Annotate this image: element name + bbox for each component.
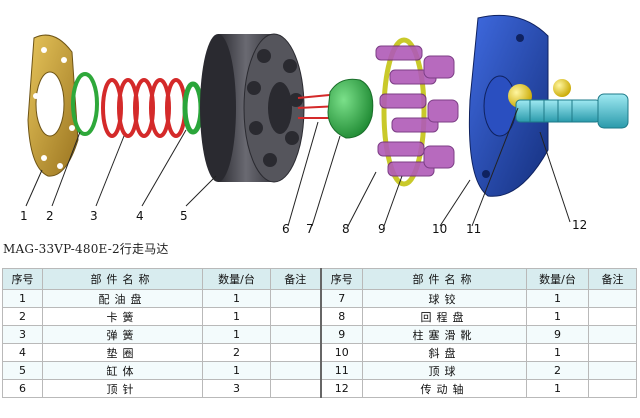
cell-no: 12	[319, 379, 363, 398]
table-row: 1 配油盘 1 7 球铰 1	[2, 289, 637, 308]
table-row: 3 弹簧 1 9 柱塞滑靴 9	[2, 325, 637, 344]
header-note: 备注	[270, 268, 321, 290]
header-no-2: 序号	[319, 268, 363, 290]
table-row: 6 顶针 3 12 传动轴 1	[2, 379, 637, 398]
callout-8: 8	[342, 222, 350, 236]
cell-no: 9	[319, 325, 363, 344]
piston-shoe-part	[375, 45, 459, 177]
cell-no: 1	[2, 289, 43, 308]
parts-table: 序号 部件名称 数量/台 备注 序号 部件名称 数量/台 备注 1 配油盘 1 …	[2, 268, 637, 398]
callout-7: 7	[306, 222, 314, 236]
header-qty-2: 数量/台	[526, 268, 589, 290]
valve-plate-part	[27, 34, 79, 177]
snap-ring-part	[71, 72, 99, 136]
cell-qty: 1	[202, 307, 271, 326]
header-no: 序号	[2, 268, 43, 290]
table-row: 5 缸体 1 11 顶球 2	[2, 361, 637, 380]
exploded-parts-diagram: 1 2 3 4 5 6 7 8 9 10 11 12	[20, 14, 629, 236]
cell-no: 4	[2, 343, 43, 362]
drive-shaft-part	[515, 93, 629, 129]
cell-no: 5	[2, 361, 43, 380]
cell-qty: 1	[202, 289, 271, 308]
table-header-row: 序号 部件名称 数量/台 备注 序号 部件名称 数量/台 备注	[2, 268, 637, 290]
cell-note	[270, 361, 321, 380]
cell-no: 7	[319, 289, 363, 308]
diagram-caption: MAG-33VP-480E-2行走马达	[3, 242, 169, 256]
header-name-2: 部件名称	[362, 268, 527, 290]
callout-9: 9	[378, 222, 386, 236]
swash-plate-part	[468, 14, 549, 197]
callout-12: 12	[572, 218, 587, 232]
cell-no: 10	[319, 343, 363, 362]
cell-name: 顶球	[362, 361, 527, 380]
cell-note	[588, 343, 637, 362]
callout-1: 1	[20, 209, 28, 223]
cell-note	[270, 379, 321, 398]
cell-name: 柱塞滑靴	[362, 325, 527, 344]
callout-6: 6	[282, 222, 290, 236]
header-name: 部件名称	[42, 268, 203, 290]
cell-note	[588, 379, 637, 398]
header-qty: 数量/台	[202, 268, 271, 290]
cell-name: 缸体	[42, 361, 203, 380]
cell-name: 垫圈	[42, 343, 203, 362]
spring-part	[101, 78, 187, 138]
cell-no: 6	[2, 379, 43, 398]
washer-part	[182, 81, 204, 135]
cell-name: 配油盘	[42, 289, 203, 308]
ball-joint-part	[327, 78, 374, 139]
cell-qty: 3	[202, 379, 271, 398]
cell-qty: 2	[526, 361, 589, 380]
cell-name: 弹簧	[42, 325, 203, 344]
cell-qty: 9	[526, 325, 589, 344]
cell-qty: 1	[202, 361, 271, 380]
cell-note	[588, 307, 637, 326]
cell-no: 2	[2, 307, 43, 326]
cylinder-block-part	[200, 33, 305, 183]
cell-name: 传动轴	[362, 379, 527, 398]
callout-10: 10	[432, 222, 447, 236]
cell-no: 11	[319, 361, 363, 380]
table-row: 4 垫圈 2 10 斜盘 1	[2, 343, 637, 362]
leader-lines	[25, 107, 571, 227]
cell-qty: 1	[526, 379, 589, 398]
cell-name: 卡簧	[42, 307, 203, 326]
cell-note	[270, 289, 321, 308]
cell-qty: 1	[526, 289, 589, 308]
cell-no: 8	[319, 307, 363, 326]
retainer-plate-part	[381, 37, 427, 187]
callout-2: 2	[46, 209, 54, 223]
cell-note	[588, 325, 637, 344]
callout-5: 5	[180, 209, 188, 223]
cell-name: 顶针	[42, 379, 203, 398]
table-row: 2 卡簧 1 8 回程盘 1	[2, 307, 637, 326]
callout-4: 4	[136, 209, 144, 223]
cell-note	[270, 343, 321, 362]
cell-name: 回程盘	[362, 307, 527, 326]
cell-note	[270, 307, 321, 326]
header-note-2: 备注	[588, 268, 637, 290]
cell-qty: 1	[526, 343, 589, 362]
cell-note	[588, 289, 637, 308]
cell-no: 3	[2, 325, 43, 344]
cell-name: 斜盘	[362, 343, 527, 362]
cell-qty: 1	[526, 307, 589, 326]
cell-qty: 1	[202, 325, 271, 344]
cell-name: 球铰	[362, 289, 527, 308]
callout-11: 11	[466, 222, 481, 236]
cell-note	[588, 361, 637, 380]
cell-qty: 2	[202, 343, 271, 362]
cell-note	[270, 325, 321, 344]
callout-3: 3	[90, 209, 98, 223]
